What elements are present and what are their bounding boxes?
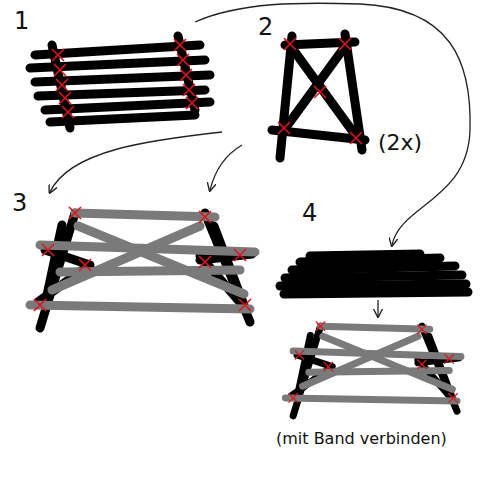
instruction-note: (mit Band verbinden) — [276, 430, 447, 448]
step-number: 1 — [14, 8, 29, 36]
stick — [292, 266, 455, 270]
step-number: 4 — [302, 200, 317, 228]
lashing-mark — [314, 86, 326, 98]
lashing-mark — [278, 122, 290, 134]
flow-arrow — [195, 3, 470, 245]
stick — [280, 36, 292, 158]
stick — [280, 284, 466, 286]
quantity-note: (2x) — [378, 130, 422, 155]
flow-arrow — [377, 300, 378, 316]
lashing-mark — [174, 39, 186, 51]
lashings — [278, 38, 362, 144]
flow-arrow — [50, 132, 222, 192]
table-assembly — [30, 207, 255, 328]
stick — [178, 36, 195, 110]
lashing-mark — [56, 79, 68, 91]
lashing-mark — [284, 38, 296, 50]
stick — [284, 48, 344, 130]
lashing-mark — [54, 64, 66, 76]
stick — [292, 48, 356, 136]
lashing-mark — [183, 84, 195, 96]
stick — [310, 254, 420, 256]
stick — [284, 292, 468, 294]
lashing-mark — [180, 69, 192, 81]
lashing-mark — [59, 92, 71, 104]
table-assembly — [285, 321, 461, 415]
stick — [52, 45, 70, 128]
a-frame — [272, 34, 365, 158]
stick — [285, 275, 462, 278]
lashing-mark — [186, 97, 198, 109]
lashing-mark — [52, 49, 64, 61]
lashings — [52, 39, 198, 118]
stick-pile — [280, 254, 468, 294]
flow-arrow — [210, 145, 242, 190]
lashing-mark — [339, 38, 351, 50]
step-number: 3 — [12, 190, 27, 218]
lashing-mark — [177, 54, 189, 66]
lashing-mark — [350, 132, 362, 144]
lashing-mark — [62, 106, 74, 118]
stick-raft — [30, 36, 210, 128]
step-number: 2 — [258, 14, 273, 42]
